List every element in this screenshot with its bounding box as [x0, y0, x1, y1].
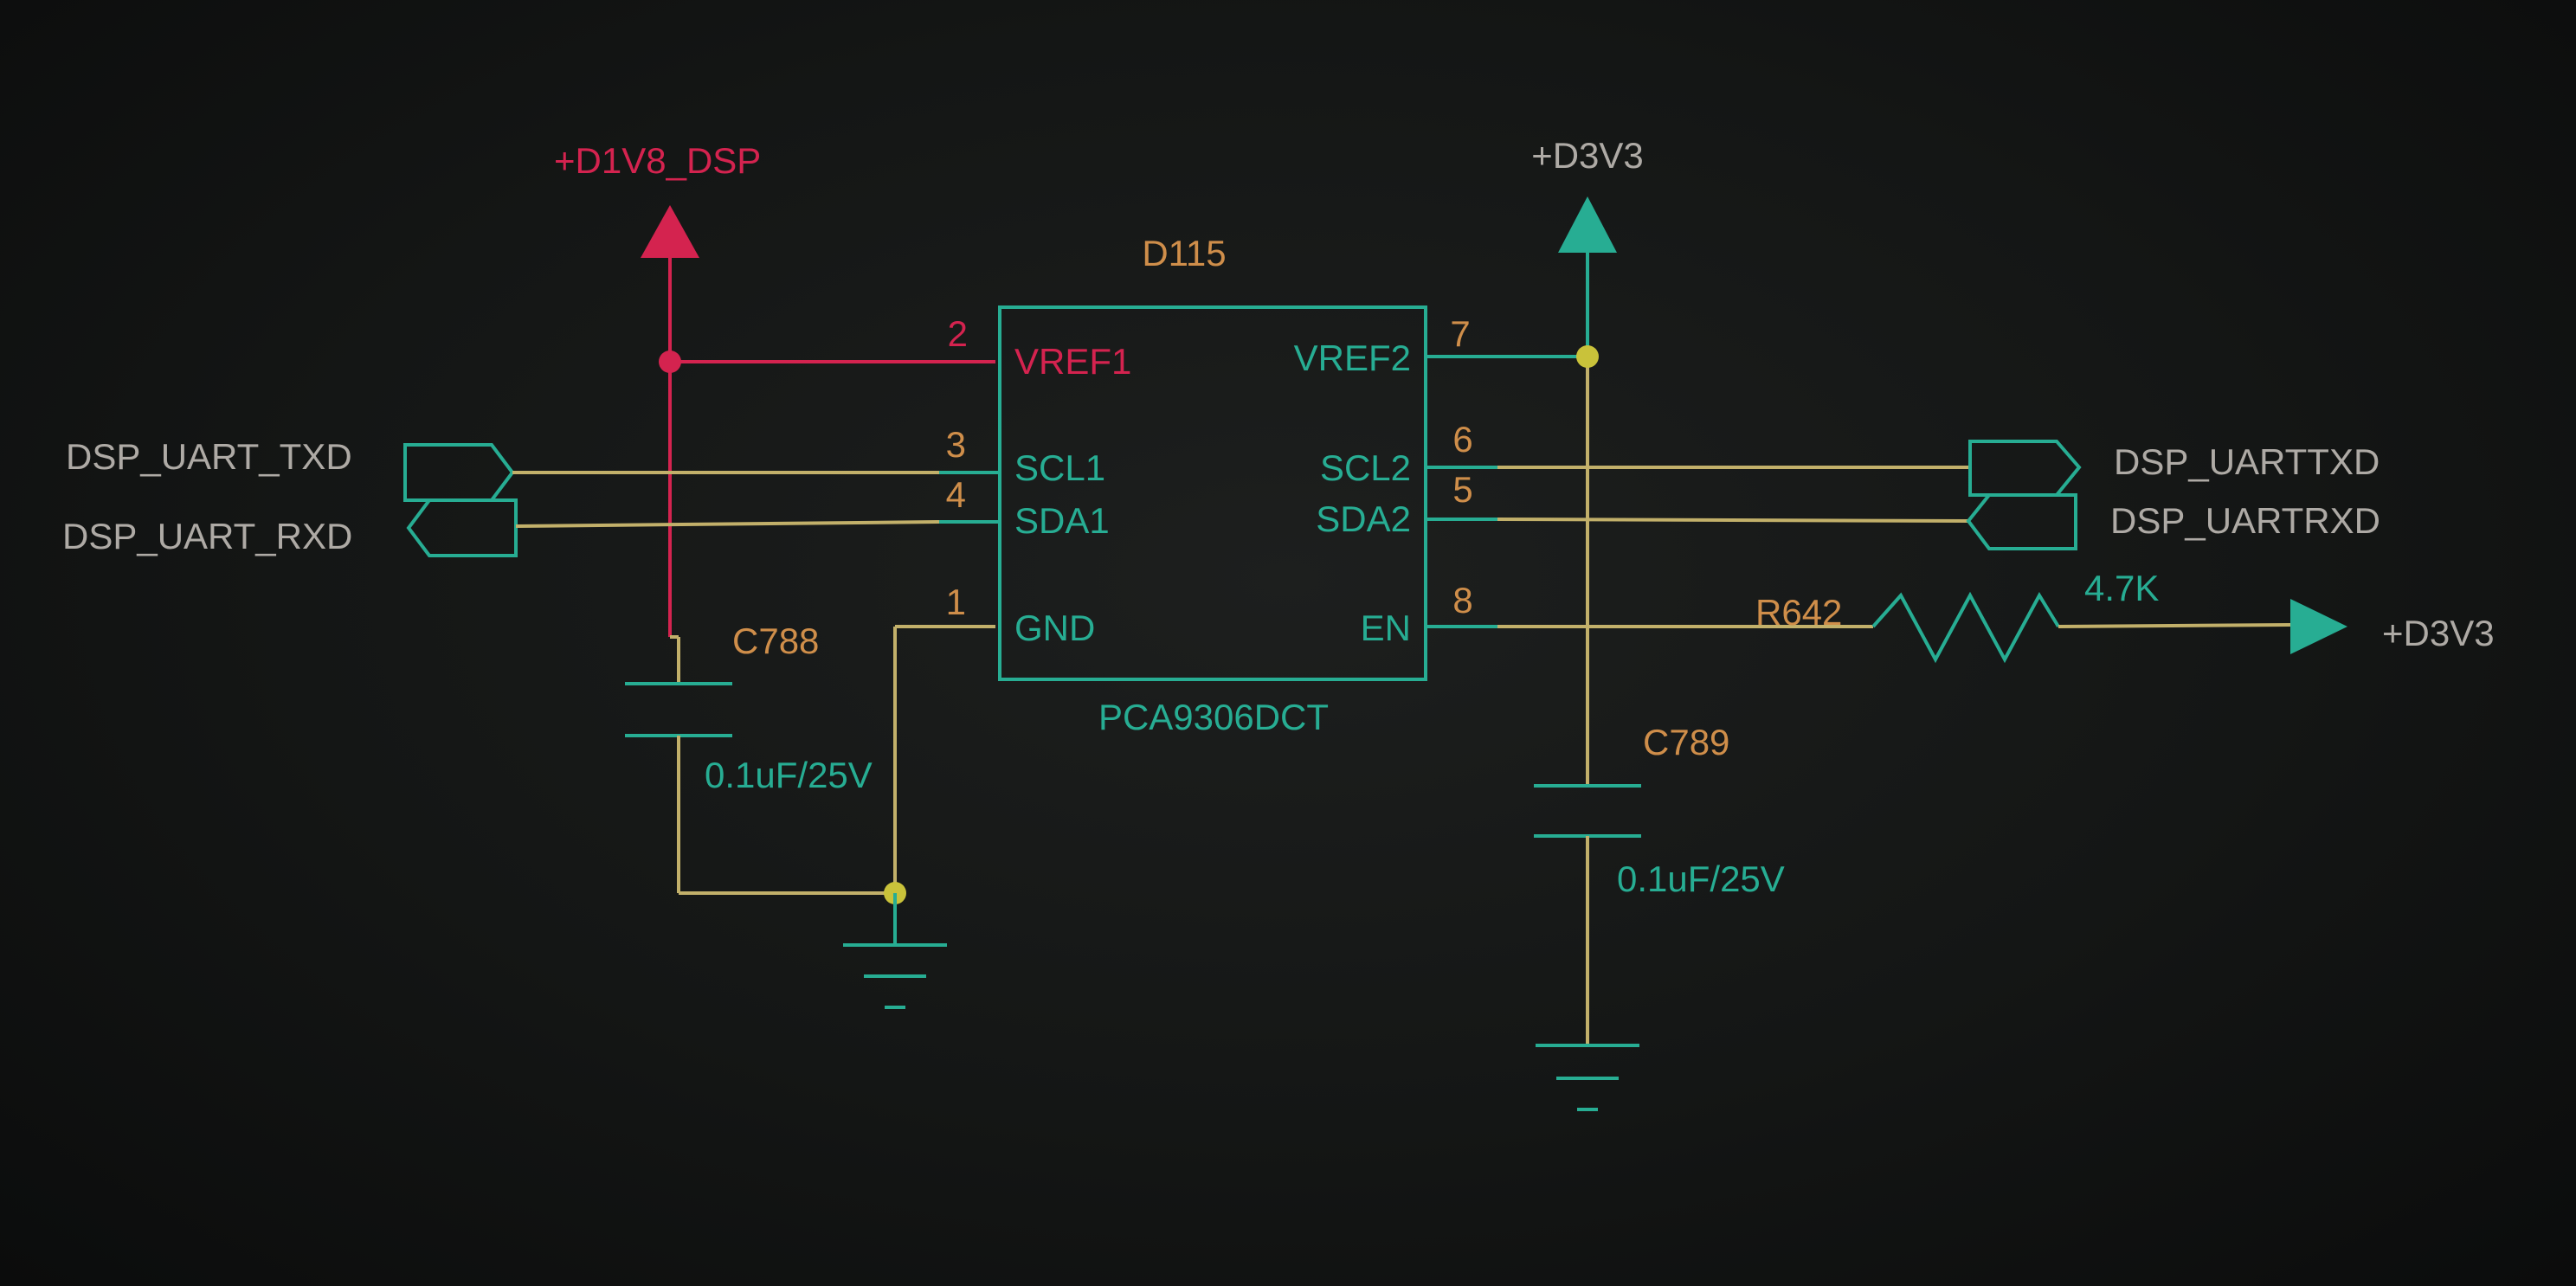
- ic-part: PCA9306DCT: [1098, 697, 1329, 737]
- d3v3-top-power-symbol: +D3V3: [1531, 135, 1644, 253]
- ground-icon: [843, 943, 947, 1009]
- sda1-wire: [515, 520, 940, 528]
- c788-value: 0.1uF/25V: [705, 755, 873, 795]
- sda2-wire: [1497, 518, 1969, 523]
- r642-ref: R642: [1755, 592, 1842, 633]
- c788-ref: C788: [732, 620, 819, 661]
- pin-name-gnd: GND: [1014, 608, 1095, 648]
- port-out-icon: [1966, 493, 2077, 550]
- ic-ref: D115: [1142, 233, 1226, 273]
- pin-name-vref1: VREF1: [1014, 341, 1131, 382]
- port-in-icon: [406, 498, 518, 557]
- pin-num: 3: [946, 424, 966, 465]
- port-in-icon: [1968, 440, 2082, 497]
- pin-num: 2: [948, 313, 968, 354]
- port-out-icon: [403, 443, 515, 502]
- d3v3-right-label: +D3V3: [2382, 613, 2495, 653]
- power-arrow-right-icon: [2290, 599, 2347, 654]
- port-label: DSP_UART_RXD: [62, 516, 352, 556]
- d3v3-right-power-symbol: +D3V3: [2290, 599, 2495, 654]
- port-label: DSP_UARTRXD: [2110, 500, 2380, 541]
- power-arrow-up-icon: [1558, 196, 1617, 253]
- resistor-zigzag-icon: [1871, 591, 2060, 664]
- pin-num: 1: [946, 582, 966, 622]
- c789-ref: C789: [1643, 722, 1729, 762]
- d3v3-junction: [1576, 345, 1599, 368]
- pin-num: 4: [946, 474, 966, 515]
- d1v8-label: +D1V8_DSP: [554, 140, 761, 181]
- port-label: DSP_UART_TXD: [66, 436, 352, 477]
- pin-name-en: EN: [1361, 608, 1411, 648]
- pin-num: 6: [1452, 419, 1472, 460]
- port-dsp-uart-txd: DSP_UART_TXD: [66, 436, 515, 502]
- pin-num: 7: [1450, 313, 1470, 354]
- pin-num: 5: [1452, 469, 1472, 510]
- c789-value: 0.1uF/25V: [1617, 858, 1785, 899]
- power-arrow-up-icon: [641, 205, 699, 258]
- pin-num: 8: [1452, 580, 1472, 620]
- d3v3-top-label: +D3V3: [1531, 135, 1644, 176]
- port-dsp-uart-rxd: DSP_UART_RXD: [62, 498, 518, 557]
- pin-name-sda2: SDA2: [1316, 498, 1411, 539]
- c789-capacitor: C789 0.1uF/25V: [1534, 722, 1785, 1044]
- pin-name-vref2: VREF2: [1294, 338, 1411, 378]
- c788-capacitor: C788 0.1uF/25V: [625, 620, 895, 895]
- ic-body: [998, 305, 1427, 681]
- r642-value: 4.7K: [2084, 568, 2159, 608]
- r642-resistor: R642 4.7K: [1755, 568, 2159, 664]
- port-label: DSP_UARTTXD: [2114, 441, 2380, 482]
- port-dsp-uarttxd: DSP_UARTTXD: [1968, 440, 2380, 497]
- pin-name-scl1: SCL1: [1014, 447, 1105, 488]
- ground-icon: [1536, 1044, 1639, 1111]
- pin-name-sda1: SDA1: [1014, 500, 1110, 541]
- pin-name-scl2: SCL2: [1320, 447, 1411, 488]
- d1v8-power-symbol: +D1V8_DSP: [554, 140, 761, 258]
- d1v8-junction: [659, 350, 681, 373]
- port-dsp-uartrxd: DSP_UARTRXD: [1966, 493, 2380, 550]
